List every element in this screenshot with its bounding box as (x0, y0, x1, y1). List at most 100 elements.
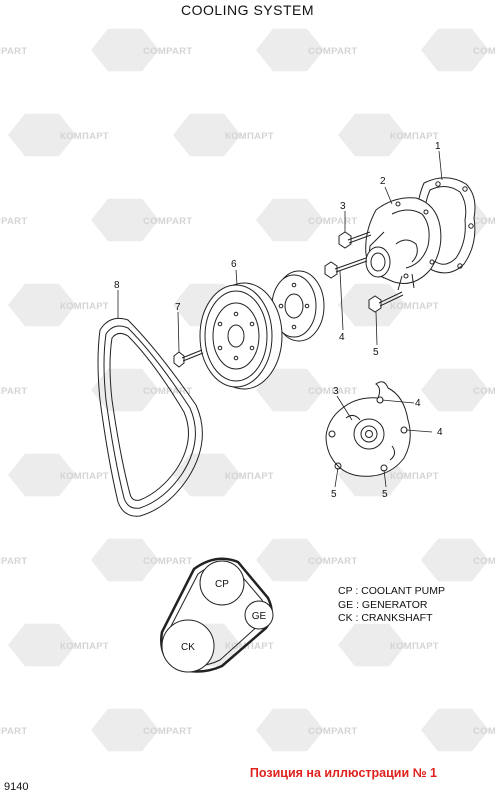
watermark-text: COMPART (0, 556, 27, 567)
watermark-hexagon (338, 623, 406, 667)
watermark-hexagon (8, 623, 76, 667)
callout-5-bottom-b: 5 (382, 489, 388, 500)
watermark-text: COMPART (0, 386, 27, 397)
watermark-tile: КОМПАРТ (173, 113, 274, 157)
watermark-hexagon (256, 708, 324, 752)
callout-4-top: 4 (339, 332, 345, 343)
watermark-tile: COMPART (91, 28, 192, 72)
watermark-text: COMPART (143, 726, 192, 737)
watermark-hexagon (256, 538, 324, 582)
watermark-text: КОМПАРТ (390, 301, 439, 312)
callout-8: 8 (114, 280, 120, 291)
watermark-tile: КОМПАРТ (338, 623, 439, 667)
watermark-tile: КОМПАРТ (8, 113, 109, 157)
watermark-tile: COMPART (91, 198, 192, 242)
watermark-hexagon (91, 28, 159, 72)
watermark-text: COMPART (308, 46, 357, 57)
watermark-text: КОМПАРТ (225, 641, 274, 652)
legend: CP : COOLANT PUMP GE : GENERATOR CK : CR… (338, 585, 445, 626)
watermark-hexagon (421, 28, 489, 72)
watermark-text: КОМПАРТ (60, 641, 109, 652)
watermark-hexagon (8, 453, 76, 497)
generator-pulley-circle (244, 600, 274, 630)
watermark-hexagon (421, 708, 489, 752)
legend-item-cp: CP : COOLANT PUMP (338, 585, 445, 597)
watermark-tile: COMPART (421, 368, 495, 412)
watermark-tile: COMPART (0, 556, 27, 567)
callout-1: 1 (435, 141, 441, 152)
watermark-hexagon (421, 368, 489, 412)
watermark-tile: КОМПАРТ (338, 113, 439, 157)
watermark-text: КОМПАРТ (225, 471, 274, 482)
watermark-text: КОМПАРТ (390, 471, 439, 482)
watermark-text: COMPART (0, 46, 27, 57)
watermark-hexagon (91, 708, 159, 752)
pulley-label-cp: CP (215, 579, 229, 590)
watermark-hexagon (256, 368, 324, 412)
watermark-tile: COMPART (256, 198, 357, 242)
bolt-5 (368, 291, 404, 313)
callout-2: 2 (380, 176, 386, 187)
watermark-tile: КОМПАРТ (8, 453, 109, 497)
watermark-tile: COMPART (256, 538, 357, 582)
watermark-text: КОМПАРТ (225, 131, 274, 142)
watermark-text: COMPART (143, 556, 192, 567)
watermark-tile: COMPART (421, 708, 495, 752)
watermark-tile: COMPART (256, 708, 357, 752)
legend-item-ge: GE : GENERATOR (338, 598, 428, 611)
watermark-text: COMPART (473, 386, 495, 397)
watermark-tile: COMPART (0, 726, 27, 737)
watermark-hexagon (173, 453, 241, 497)
belt-routing-diagram (160, 557, 274, 673)
watermark-tile: COMPART (256, 28, 357, 72)
watermark-tile: COMPART (256, 368, 357, 412)
watermark-tile: COMPART (0, 216, 27, 227)
watermark-tile: COMPART (0, 386, 27, 397)
coolant-pump (365, 197, 442, 291)
watermark-text: COMPART (0, 216, 27, 227)
illustration-position-note: Позиция на иллюстрации № 1 (249, 766, 437, 780)
coolant-pump-rear-view (325, 381, 411, 477)
callout-7: 7 (175, 302, 181, 313)
watermark-text: COMPART (473, 556, 495, 567)
watermark-tile: КОМПАРТ (173, 453, 274, 497)
watermark-tile: COMPART (91, 368, 192, 412)
bolt-4 (324, 257, 368, 279)
watermark-tile: КОМПАРТ (8, 283, 109, 327)
coolant-pump-pulley-circle (199, 560, 245, 606)
callout-5-bottom-a: 5 (331, 489, 337, 500)
watermark-text: COMPART (473, 726, 495, 737)
watermark-text: COMPART (0, 726, 27, 737)
callout-5-top: 5 (373, 347, 379, 358)
watermark-hexagon (256, 28, 324, 72)
watermark-tile: КОМПАРТ (8, 623, 109, 667)
pulley-label-ck: CK (181, 642, 195, 653)
pulley-bolt (173, 349, 204, 368)
watermark-hexagon (8, 113, 76, 157)
bolt-3 (338, 231, 372, 249)
callout-6: 6 (231, 259, 237, 270)
watermark-hexagon (91, 538, 159, 582)
watermark-text: КОМПАРТ (60, 131, 109, 142)
legend-item-ck: CK : CRANKSHAFT (338, 612, 433, 624)
watermark-tile: COMPART (421, 28, 495, 72)
watermark-hexagon (173, 113, 241, 157)
watermark-text: COMPART (143, 386, 192, 397)
watermark-hexagon (338, 113, 406, 157)
watermark-tile: COMPART (421, 538, 495, 582)
watermark-text: COMPART (308, 386, 357, 397)
watermark-hexagon (421, 538, 489, 582)
watermark-text: КОМПАРТ (390, 641, 439, 652)
watermark-text: КОМПАРТ (60, 471, 109, 482)
leader-lines (117, 150, 443, 488)
watermark-text: COMPART (473, 46, 495, 57)
pulley-label-ge: GE (252, 611, 267, 622)
watermark-text: COMPART (308, 726, 357, 737)
watermark-text: COMPART (473, 216, 495, 227)
watermark-text: COMPART (308, 556, 357, 567)
watermark-text: КОМПАРТ (60, 301, 109, 312)
watermark-tile: COMPART (0, 46, 27, 57)
callout-4-bottom-b: 4 (437, 427, 443, 438)
